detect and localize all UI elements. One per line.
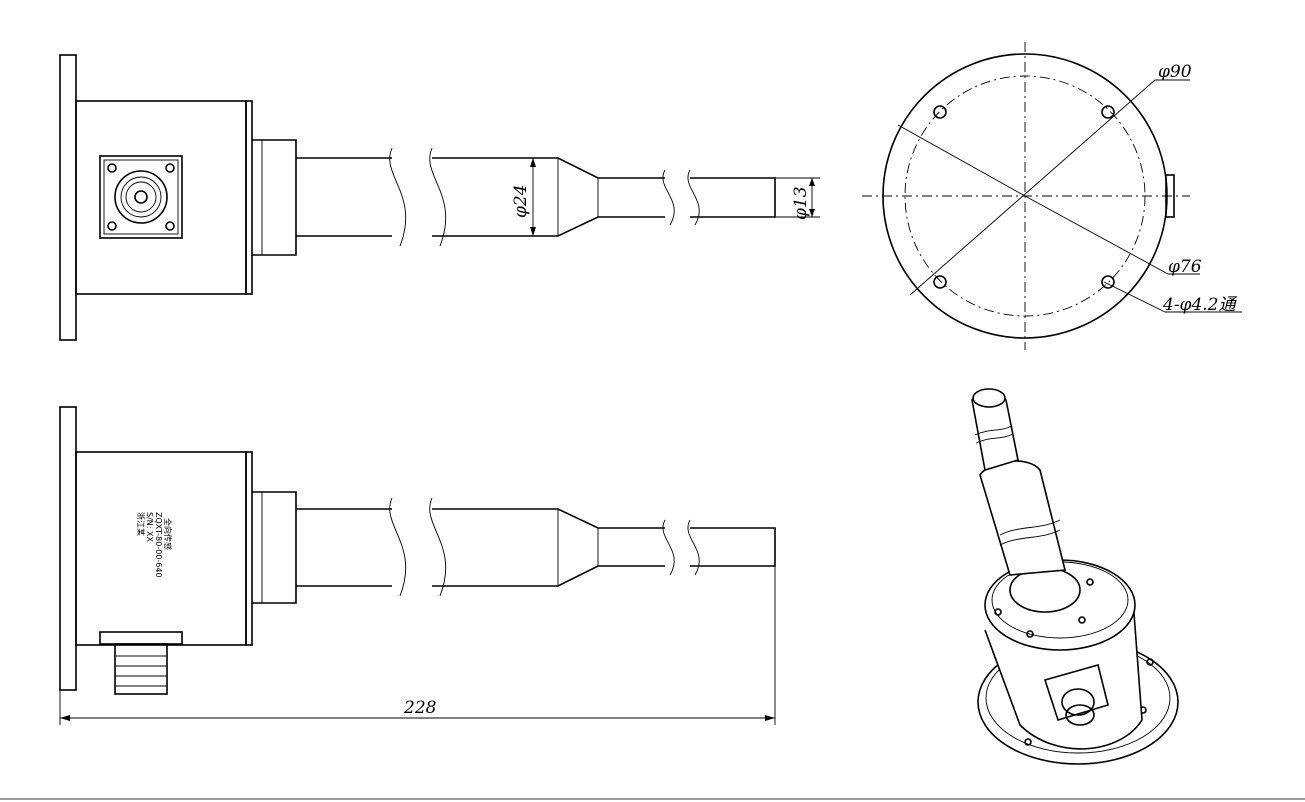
dim-tip-diameter: φ13 [791, 186, 811, 220]
iso-connector-plate [1043, 664, 1109, 721]
flange-outer-circle [882, 53, 1168, 339]
front-housing-rim [245, 100, 253, 295]
isometric-view [971, 388, 1179, 765]
side-housing-rim [245, 451, 253, 646]
side-connector-base [99, 631, 183, 645]
side-connector-body [114, 643, 168, 695]
dim-shaft-diameter: φ24 [511, 184, 531, 218]
connector-square [99, 155, 183, 239]
dim-bolt-circle: φ76 [1168, 257, 1202, 277]
dim-length: 228 [403, 698, 437, 718]
bolt-circle [904, 75, 1146, 317]
side-connector-stub [1165, 174, 1175, 218]
front-shaft [296, 157, 776, 237]
front-flange-plate [59, 54, 77, 341]
nameplate-line3: S/N: XX [145, 512, 154, 542]
side-flange-plate [59, 406, 77, 691]
front-collar [252, 139, 297, 256]
side-view: 全向传感 ZQXT-80-00-640 S/N: XX 浙江某 228 [59, 406, 776, 725]
side-shaft [296, 508, 776, 587]
nameplate-line4: 浙江某 [136, 512, 146, 536]
break-line [662, 169, 675, 226]
front-view: φ24 φ13 [59, 54, 820, 341]
dim-flange-diameter: φ90 [1158, 62, 1192, 82]
nameplate-line1: 全向传感 [163, 518, 173, 550]
side-collar [252, 491, 297, 604]
nameplate-line2: ZQXT-80-00-640 [154, 512, 163, 578]
break-line [389, 147, 406, 247]
break-line [429, 147, 446, 247]
end-view: φ90 φ76 4-φ4.2通 [862, 42, 1242, 350]
nameplate: 全向传感 ZQXT-80-00-640 S/N: XX 浙江某 [136, 512, 173, 578]
iso-shaft [979, 460, 1067, 576]
dim-holes: 4-φ4.2通 [1162, 295, 1237, 315]
break-line [687, 169, 700, 226]
